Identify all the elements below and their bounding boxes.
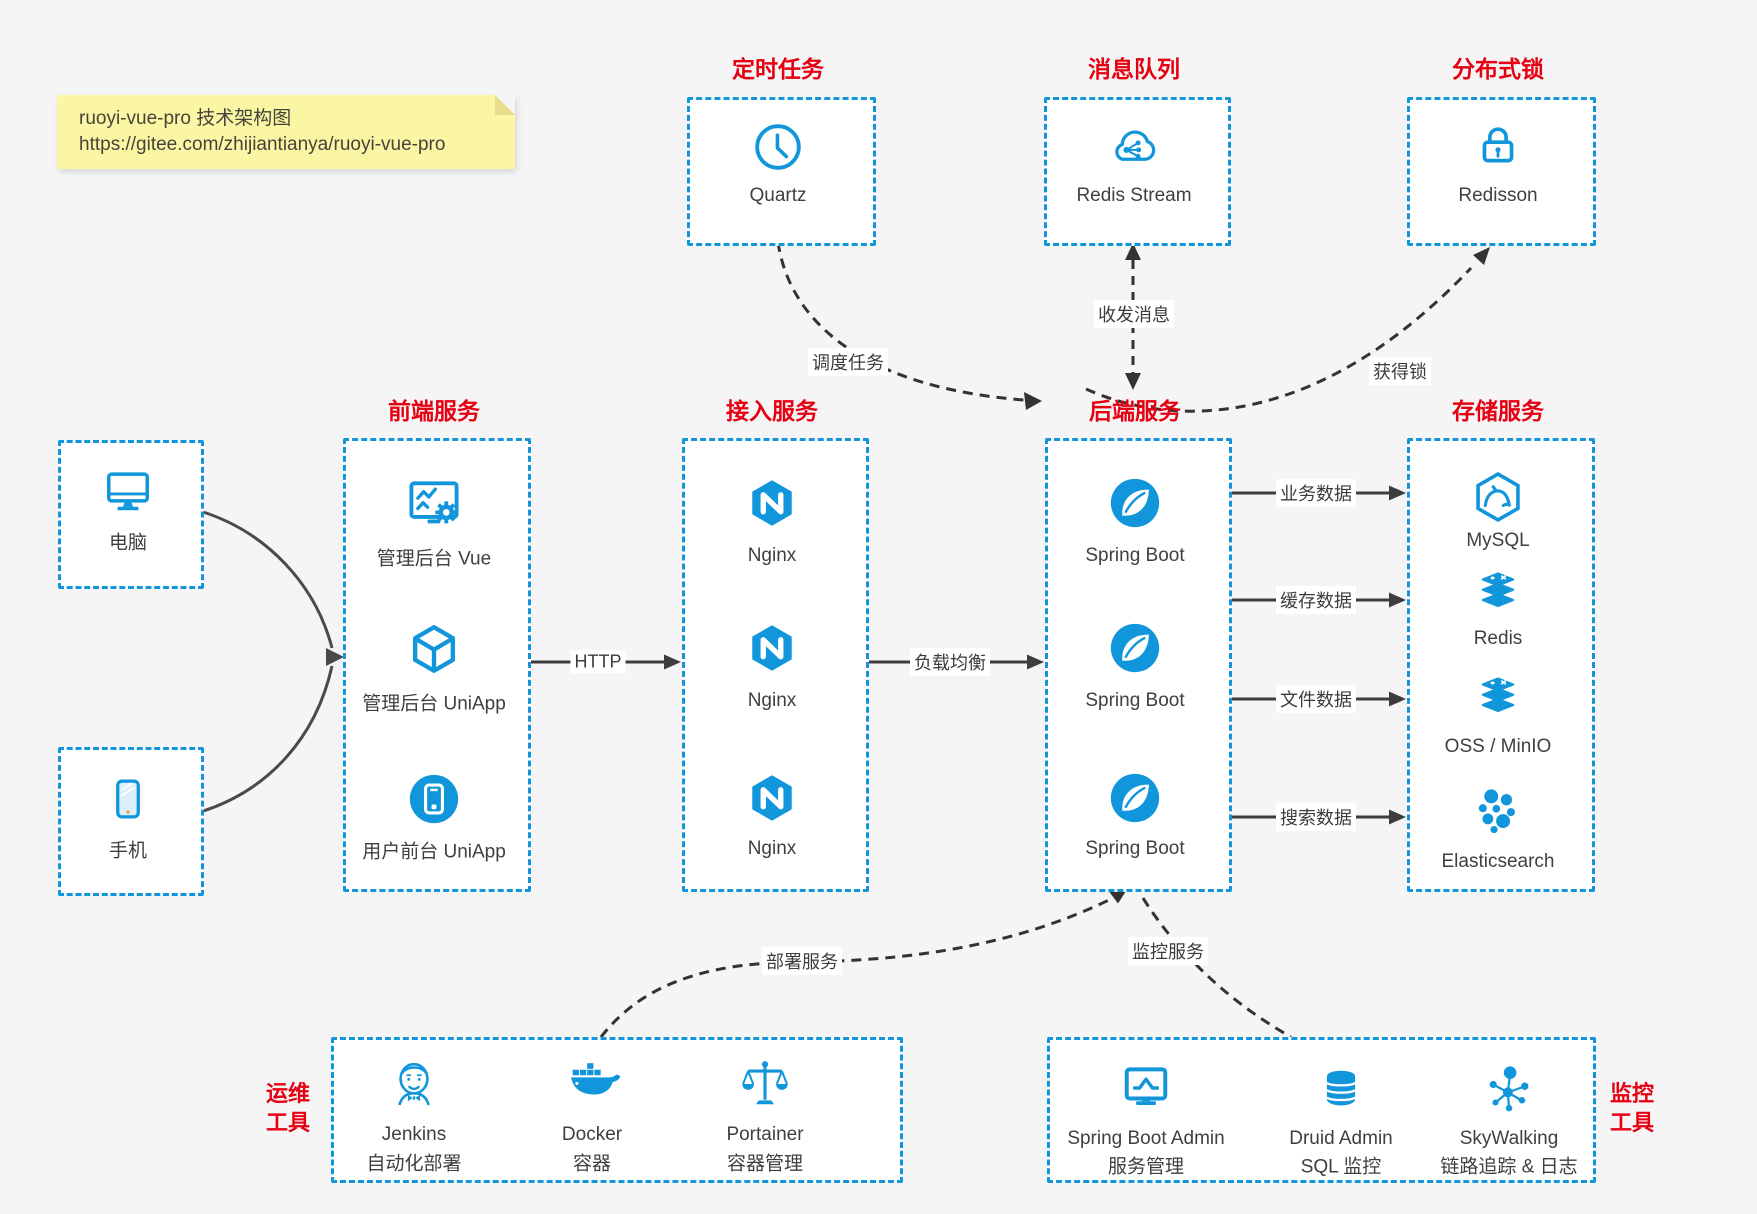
title-message-queue: 消息队列 <box>1088 56 1180 82</box>
group-box-dlock <box>1407 97 1596 246</box>
title-gateway: 接入服务 <box>726 398 818 424</box>
clients-arrowhead <box>326 648 344 666</box>
node-desc-skywalking: 链路追踪 & 日志 <box>1440 1156 1578 1178</box>
edge-label-http: HTTP <box>570 650 626 674</box>
oss-icon <box>1472 672 1524 724</box>
edge-mobile-to-frontend <box>199 665 334 814</box>
node-label-quartz: Quartz <box>749 185 807 206</box>
edge-label-load-balance: 负载均衡 <box>910 648 990 676</box>
node-label-nginx-2: Nginx <box>747 690 797 711</box>
edge-pc-to-frontend <box>199 509 334 649</box>
note-title: ruoyi-vue-pro 技术架构图 <box>79 108 292 129</box>
nginx-icon <box>744 475 800 531</box>
nginx-icon <box>744 620 800 676</box>
title-ops-tools-line2: 工具 <box>265 1110 311 1135</box>
node-label-portainer: Portainer <box>726 1124 804 1145</box>
edge-label-deploy-service: 部署服务 <box>762 947 842 975</box>
edge-label-search-data: 搜索数据 <box>1276 803 1356 831</box>
node-desc-docker: 容器 <box>572 1153 612 1175</box>
node-label-mysql: MySQL <box>1466 530 1530 551</box>
group-box-mobile <box>58 747 204 896</box>
edge-label-acquire-lock: 获得锁 <box>1369 357 1431 385</box>
node-label-jenkins: Jenkins <box>381 1124 447 1145</box>
node-label-oss-minio: OSS / MinIO <box>1444 736 1552 757</box>
spring-icon <box>1106 474 1164 532</box>
redis-icon <box>1472 567 1524 619</box>
group-box-scheduled <box>687 97 876 246</box>
edge-label-send-receive-msg: 收发消息 <box>1094 300 1174 328</box>
portainer-icon <box>738 1057 792 1111</box>
edge-acquire-lock <box>1085 266 1473 413</box>
node-desc-jenkins: 自动化部署 <box>366 1153 462 1175</box>
node-label-nginx-1: Nginx <box>747 545 797 566</box>
edge-schedule-task <box>776 241 1025 402</box>
node-label-admin-uniapp: 管理后台 UniApp <box>362 693 506 715</box>
jenkins-icon <box>386 1056 442 1112</box>
node-label-springboot-1: Spring Boot <box>1085 545 1185 566</box>
node-label-springboot-3: Spring Boot <box>1085 838 1185 859</box>
smartphone-icon <box>102 773 154 825</box>
title-storage: 存储服务 <box>1452 398 1544 424</box>
skywalking-icon <box>1482 1062 1536 1116</box>
title-distributed-lock: 分布式锁 <box>1452 56 1544 82</box>
node-desc-druid: SQL 监控 <box>1300 1156 1382 1178</box>
docker-icon <box>563 1055 621 1113</box>
edge-label-business-data: 业务数据 <box>1276 479 1356 507</box>
spring-boot-admin-icon <box>1118 1060 1174 1116</box>
node-label-docker: Docker <box>561 1124 623 1145</box>
uniapp-cube-icon <box>405 620 463 678</box>
node-label-mobile: 手机 <box>108 840 148 862</box>
title-backend: 后端服务 <box>1089 398 1181 424</box>
node-label-druid: Druid Admin <box>1289 1128 1393 1149</box>
node-label-sba: Spring Boot Admin <box>1067 1128 1225 1149</box>
spring-icon <box>1106 769 1164 827</box>
node-label-skywalking: SkyWalking <box>1459 1128 1559 1149</box>
edge-label-file-data: 文件数据 <box>1276 685 1356 713</box>
node-label-redisson: Redisson <box>1458 185 1538 206</box>
node-desc-portainer: 容器管理 <box>726 1153 804 1175</box>
druid-icon <box>1316 1064 1366 1114</box>
group-box-monitoring <box>1047 1037 1596 1183</box>
title-ops-tools-line1: 运维 <box>265 1081 311 1106</box>
edge-deploy-service <box>599 894 1118 1038</box>
node-label-admin-vue: 管理后台 Vue <box>376 548 492 570</box>
note-url: https://gitee.com/zhijiantianya/ruoyi-vu… <box>79 134 446 155</box>
note-corner-fold-icon <box>495 95 515 115</box>
edge-label-schedule-task: 调度任务 <box>808 348 888 376</box>
title-monitor-tools-line1: 监控 <box>1609 1081 1655 1106</box>
lock-icon <box>1472 120 1524 172</box>
node-label-springboot-2: Spring Boot <box>1085 690 1185 711</box>
edge-monitor-service <box>1141 897 1292 1039</box>
spring-icon <box>1106 619 1164 677</box>
title-monitor-tools-line2: 工具 <box>1609 1110 1655 1135</box>
node-label-redis: Redis <box>1473 628 1523 649</box>
node-label-redis-stream: Redis Stream <box>1076 185 1192 206</box>
node-label-nginx-3: Nginx <box>747 838 797 859</box>
title-frontend: 前端服务 <box>388 398 480 424</box>
node-label-elasticsearch: Elasticsearch <box>1441 851 1555 872</box>
mysql-icon <box>1469 468 1527 526</box>
cloud-share-icon <box>1106 119 1162 175</box>
edge-label-monitor-service: 监控服务 <box>1128 937 1208 965</box>
group-box-pc <box>58 440 204 589</box>
group-box-mq <box>1044 97 1231 246</box>
desktop-icon <box>100 463 156 519</box>
elasticsearch-icon <box>1471 784 1525 838</box>
title-scheduled-tasks: 定时任务 <box>732 56 824 82</box>
user-app-icon <box>405 770 463 828</box>
node-label-user-uniapp: 用户前台 UniApp <box>362 841 506 863</box>
sticky-note: ruoyi-vue-pro 技术架构图 https://gitee.com/zh… <box>57 95 515 169</box>
group-box-ops <box>331 1037 903 1183</box>
edge-label-cache-data: 缓存数据 <box>1276 586 1356 614</box>
admin-vue-icon <box>403 473 465 535</box>
node-desc-sba: 服务管理 <box>1107 1156 1185 1178</box>
nginx-icon <box>744 770 800 826</box>
clock-icon <box>751 120 805 174</box>
node-label-pc: 电脑 <box>108 532 148 554</box>
